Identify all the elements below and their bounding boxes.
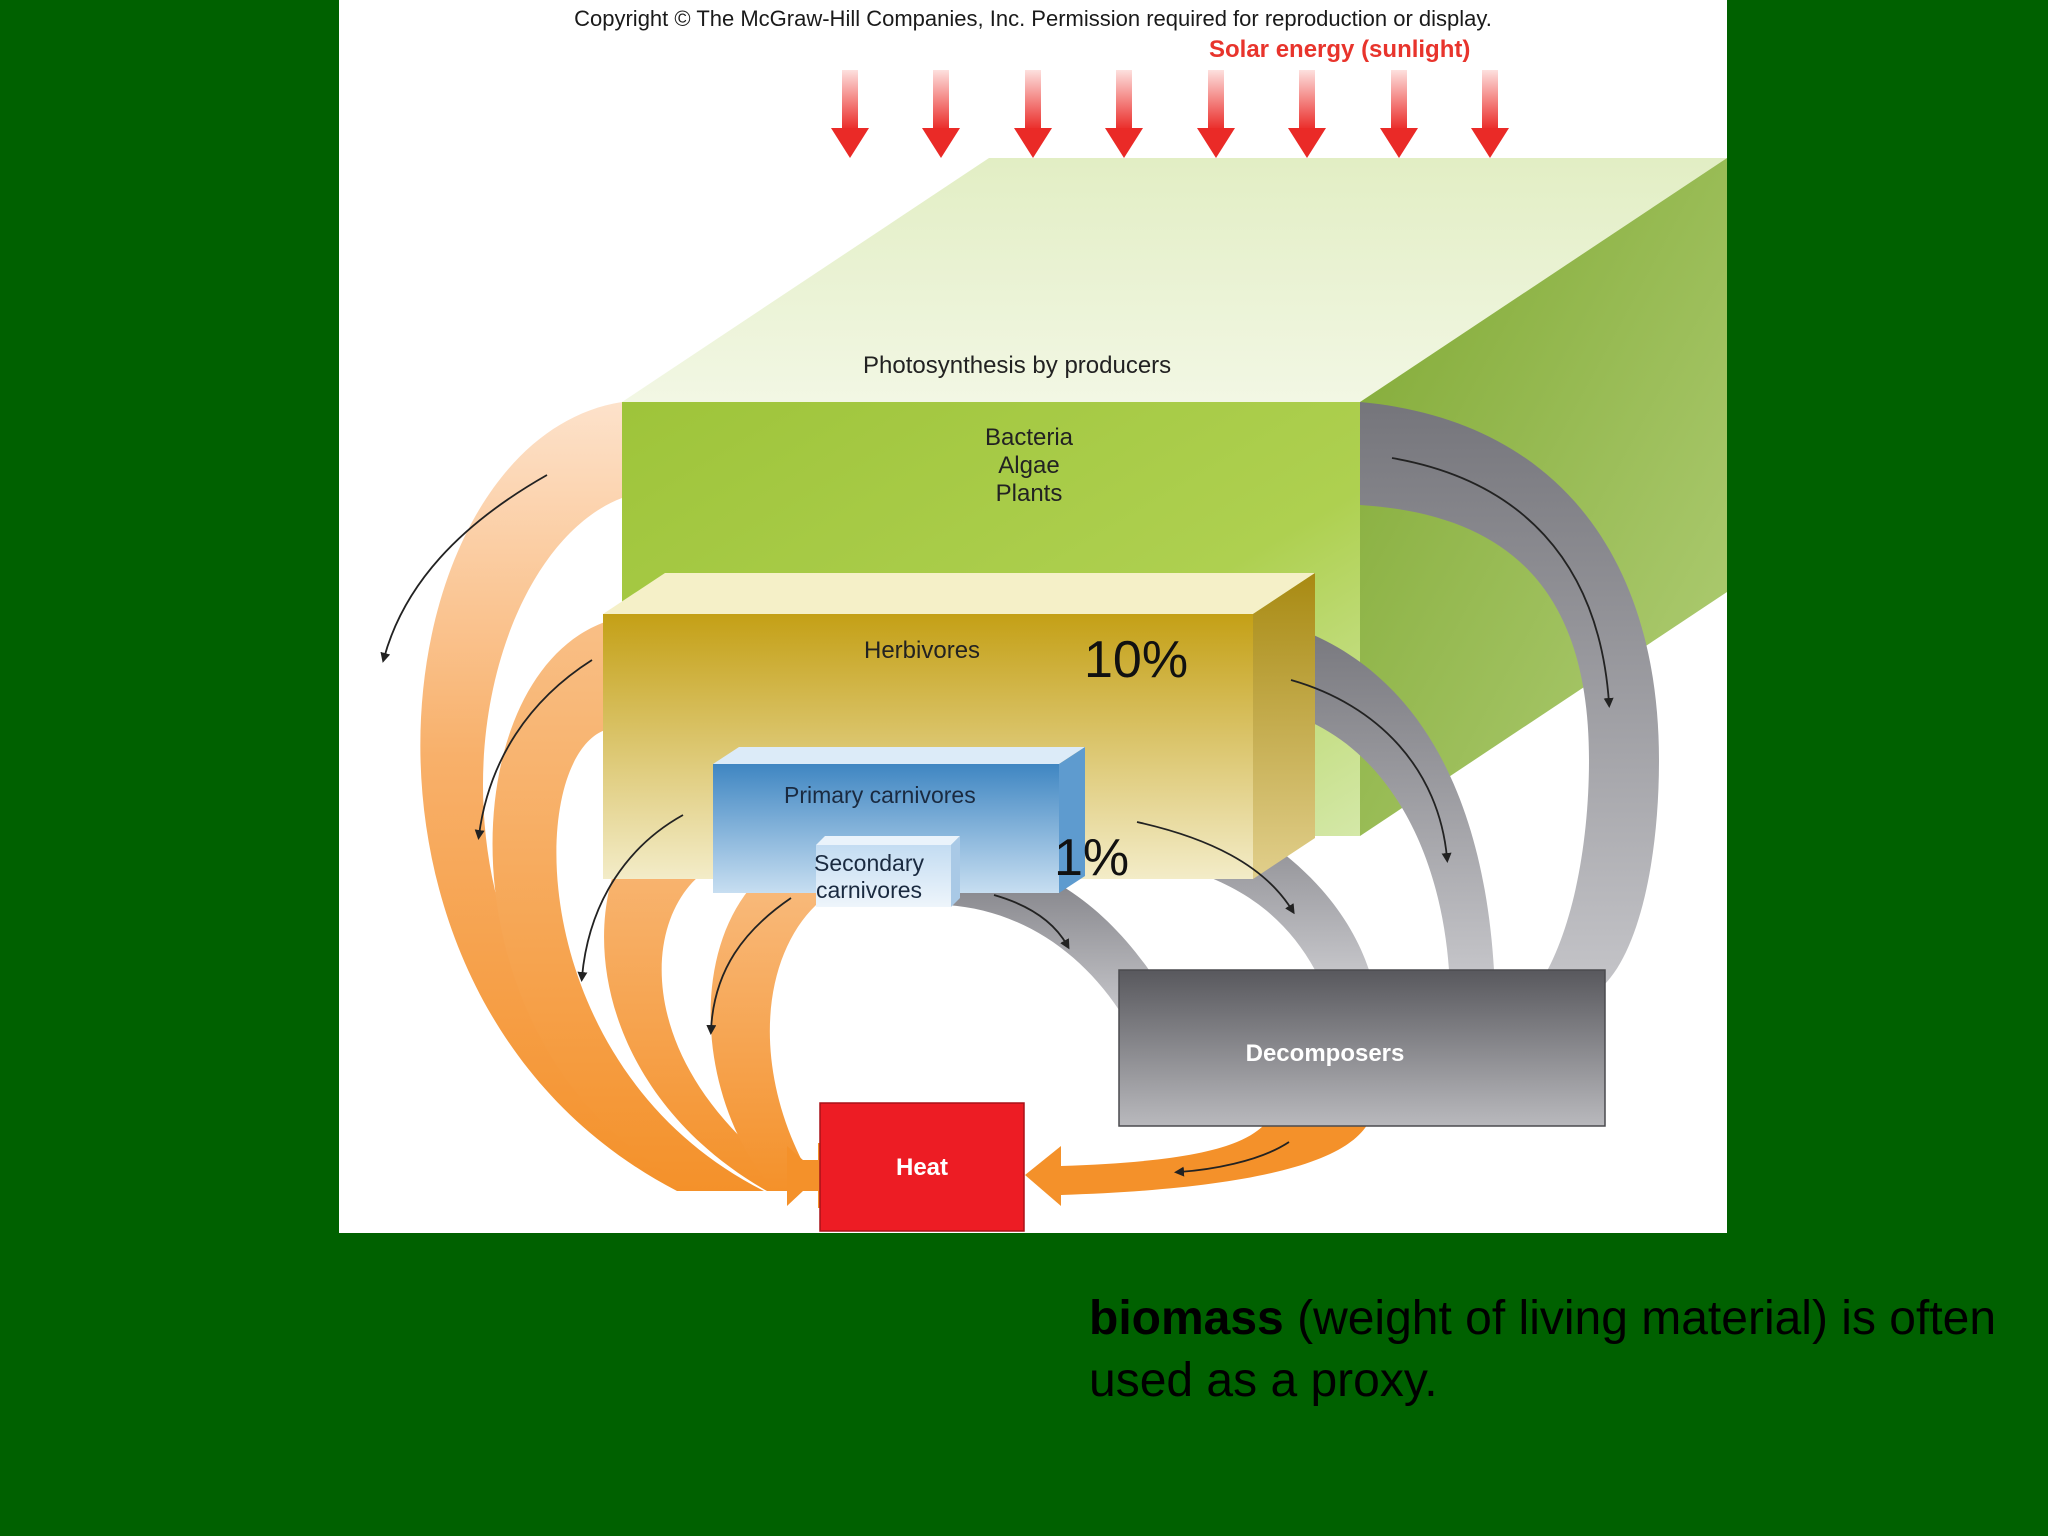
direction-arrow-icon <box>1290 679 1452 863</box>
copyright-notice: Copyright © The McGraw-Hill Companies, I… <box>574 6 1492 31</box>
decomposers-block <box>1118 969 1606 1127</box>
herbivores-label: Herbivores <box>864 637 981 664</box>
photosynthesis-label: Photosynthesis by producers <box>863 352 1172 379</box>
diagram-graphics <box>380 70 1727 1232</box>
solar-arrow-icon <box>831 70 869 158</box>
secondary-label-line: carnivores <box>815 877 923 903</box>
primary-carnivores-label: Primary carnivores <box>784 782 976 808</box>
producers-item: Algae <box>998 452 1060 479</box>
caption-bold-term: biomass <box>1089 1292 1284 1345</box>
heat-arrow-right-tip-icon <box>1025 1146 1061 1206</box>
secondary-carnivores-label: Secondary carnivores <box>809 850 929 904</box>
caption-text: (weight of living material) is often use… <box>1089 1292 1997 1407</box>
decomposers-label: Decomposers <box>1245 1040 1405 1067</box>
heat-arrow-left-tip-icon <box>787 1146 820 1206</box>
direction-arrow-icon <box>474 659 593 840</box>
direction-arrow-icon <box>993 894 1070 950</box>
solar-arrow-icon <box>1014 70 1052 158</box>
producers-label: Bacteria Algae Plants <box>899 424 1159 508</box>
solar-arrow-icon <box>1471 70 1509 158</box>
slide-caption: biomass (weight of living material) is o… <box>1089 1288 2029 1412</box>
producers-item: Bacteria <box>984 424 1074 451</box>
direction-arrow-icon <box>380 474 548 663</box>
solar-arrow-icon <box>1380 70 1418 158</box>
producers-item: Plants <box>995 480 1063 507</box>
heat-flow-herbivores <box>492 622 764 1191</box>
solar-arrows <box>831 70 1509 158</box>
heat-label: Heat <box>895 1154 949 1181</box>
energy-flow-figure: Copyright © The McGraw-Hill Companies, I… <box>339 0 1727 1233</box>
heat-flow-decomposers <box>1061 1125 1367 1195</box>
secondary-carnivores-block <box>816 836 960 907</box>
direction-arrow-icon <box>577 814 684 982</box>
secondary-label-line: Secondary <box>814 850 924 876</box>
heat-block <box>819 1102 1025 1232</box>
direction-arrow-icon <box>1391 457 1614 708</box>
decomp-flow-producers <box>1360 402 1659 985</box>
solar-arrow-icon <box>1105 70 1143 158</box>
direction-arrow-icon <box>1174 1141 1290 1177</box>
percent-1-label: 1% <box>1054 829 1130 887</box>
solar-arrow-icon <box>1288 70 1326 158</box>
flow-direction-arrows <box>380 457 1614 1177</box>
solar-arrow-icon <box>922 70 960 158</box>
direction-arrow-icon <box>706 897 792 1035</box>
direction-arrow-icon <box>1136 821 1295 915</box>
percent-10-label: 10% <box>1084 631 1189 689</box>
heat-flow-secondary <box>710 845 819 1191</box>
heat-flow-producers <box>420 402 729 1191</box>
solar-energy-label: Solar energy (sunlight) <box>1209 36 1471 63</box>
primary-carnivores-block <box>713 747 1085 893</box>
solar-arrow-icon <box>1197 70 1235 158</box>
